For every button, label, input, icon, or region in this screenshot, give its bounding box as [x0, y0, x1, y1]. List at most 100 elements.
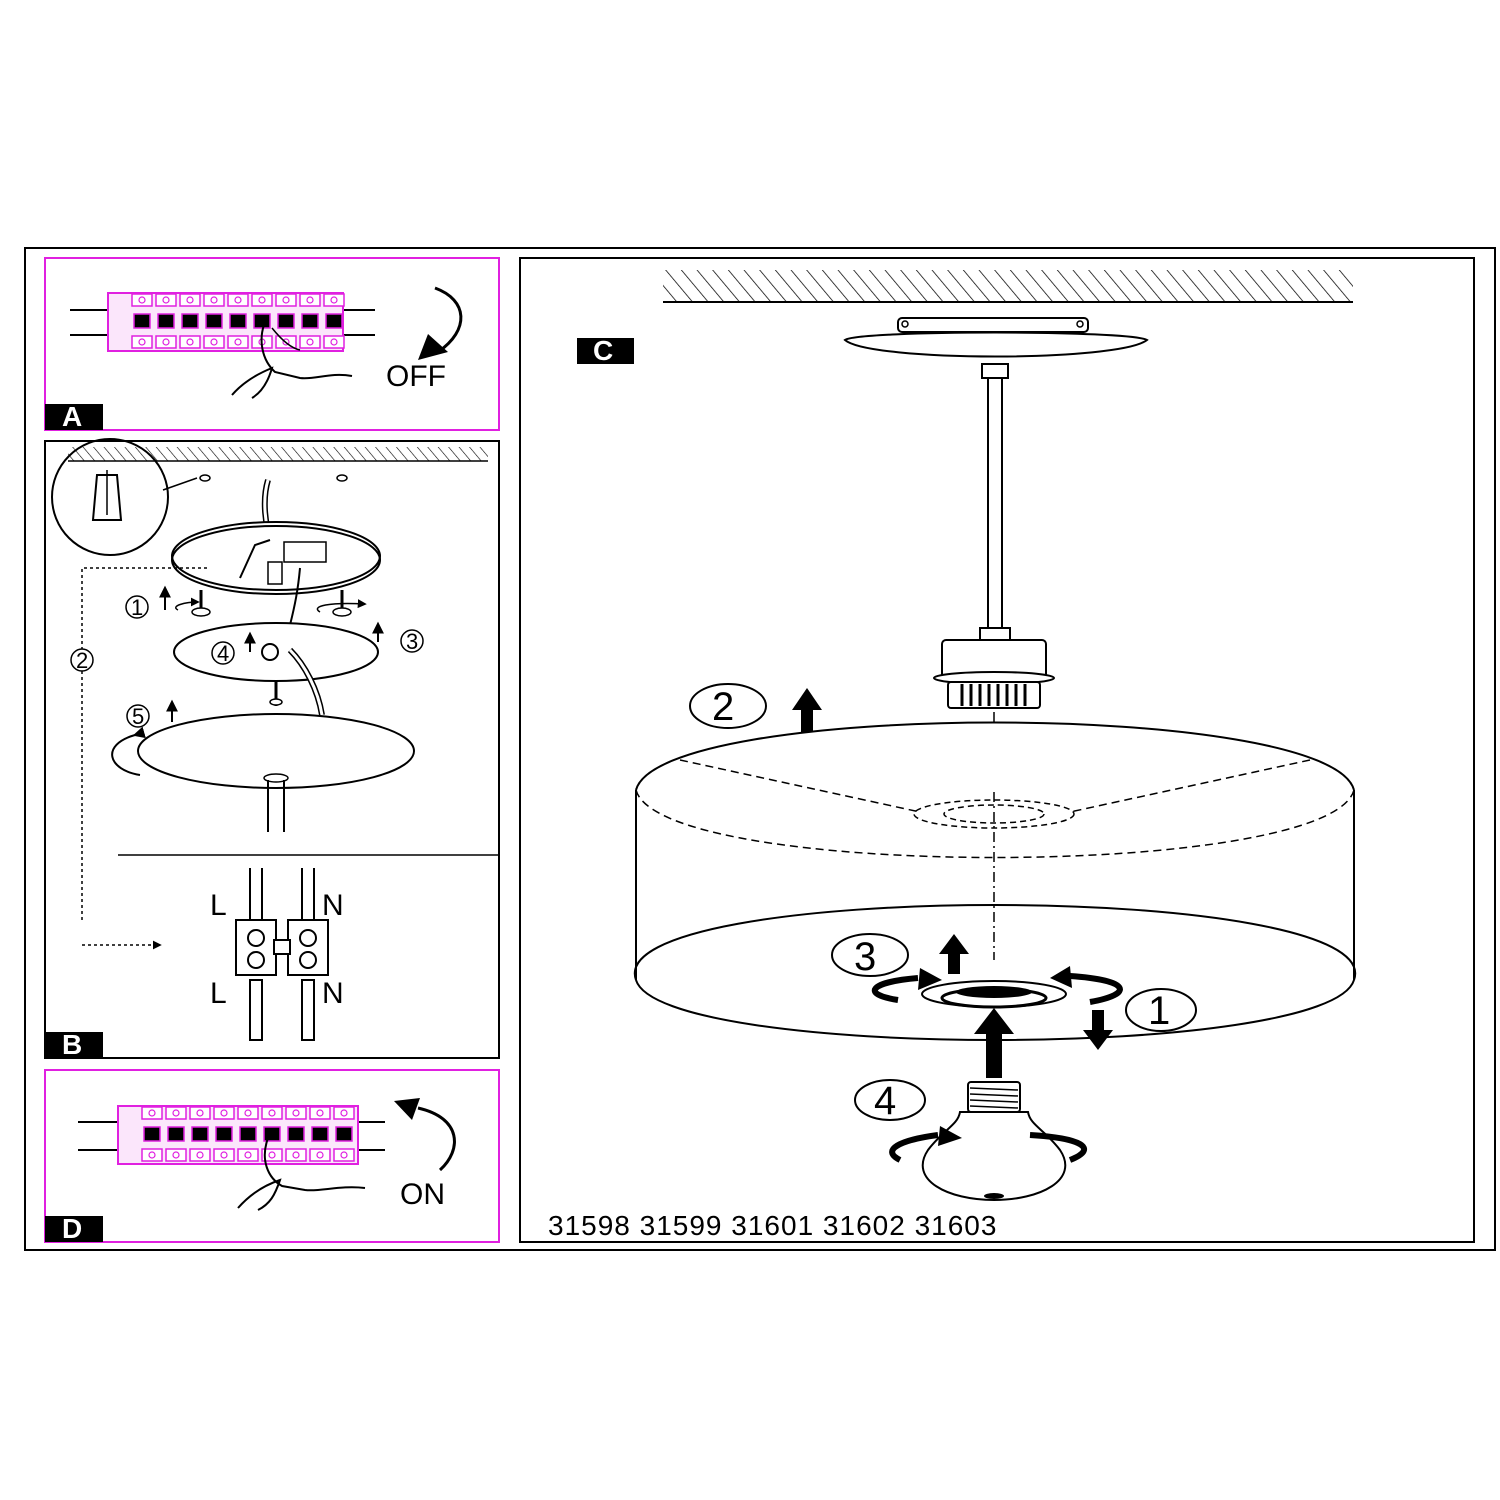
breaker-top — [141, 1106, 163, 1120]
breaker-screw — [220, 1151, 228, 1159]
breaker-top — [165, 1106, 187, 1120]
panel-b-tag-box — [45, 1032, 103, 1058]
panel-d: ON D — [44, 1069, 500, 1244]
breaker-bottom — [299, 335, 321, 349]
panel-c-tag-box — [577, 338, 634, 364]
breaker-screw — [316, 1151, 324, 1159]
breaker-bottom — [261, 1148, 283, 1162]
breaker-screw — [210, 296, 218, 304]
breaker-screw — [330, 338, 338, 346]
panel-c: C 2 — [519, 257, 1475, 1243]
step-5-label: 5 — [132, 704, 144, 729]
breaker-top — [309, 1106, 331, 1120]
breaker-top — [189, 1106, 211, 1120]
hand-icon — [231, 321, 353, 399]
breaker-switch — [181, 313, 199, 329]
breaker-screw — [186, 338, 194, 346]
breaker-screw — [162, 338, 170, 346]
breaker-bottom — [155, 335, 177, 349]
breaker-screw — [268, 1151, 276, 1159]
breaker-switch — [205, 313, 223, 329]
step-1-label: 1 — [131, 595, 143, 620]
breaker-top — [237, 1106, 259, 1120]
breaker-screw — [258, 296, 266, 304]
breaker-switch — [263, 1126, 281, 1142]
breaker-screw — [172, 1151, 180, 1159]
breaker-bottom — [213, 1148, 235, 1162]
breaker-bottom — [165, 1148, 187, 1162]
breaker-screw — [306, 338, 314, 346]
light-bulb-icon — [889, 1081, 1087, 1202]
breaker-screw — [282, 296, 290, 304]
breaker-box-icon — [78, 1105, 385, 1165]
breaker-top — [213, 1106, 235, 1120]
breaker-screw — [196, 1151, 204, 1159]
breaker-top — [323, 293, 345, 307]
breaker-switch — [167, 1126, 185, 1142]
terminal-label-l-bottom: L — [210, 977, 227, 1010]
panel-a: OFF A — [44, 257, 500, 432]
mounting-plate-icon — [173, 622, 379, 682]
breaker-bottom — [285, 1148, 307, 1162]
shade-ring-icon — [921, 980, 1067, 1009]
breaker-switch — [311, 1126, 329, 1142]
breaker-switch — [253, 313, 271, 329]
arrow-up-icon — [801, 706, 813, 734]
breaker-bottom — [227, 335, 249, 349]
panel-d-tag: D — [62, 1213, 82, 1244]
breaker-switch — [143, 1126, 161, 1142]
breaker-screw — [282, 338, 290, 346]
step-4-label: 4 — [217, 641, 229, 666]
bulb-thread — [969, 1105, 1019, 1109]
breaker-bottom — [323, 335, 345, 349]
breaker-switch — [191, 1126, 209, 1142]
breaker-switch — [335, 1126, 353, 1142]
bulb-thread — [969, 1093, 1019, 1097]
model-numbers: 31598 31599 31601 31602 31603 — [548, 1210, 997, 1241]
rotate-arrow-icon — [417, 1106, 456, 1172]
panel-d-tag-box — [45, 1216, 103, 1242]
breaker-top — [333, 1106, 355, 1120]
panel-a-frame — [44, 257, 500, 431]
screw-icon — [316, 590, 367, 617]
arrow-up-icon — [986, 1030, 1002, 1078]
breaker-screw — [148, 1151, 156, 1159]
panel-a-tag-box — [45, 404, 103, 430]
breaker-switch — [239, 1126, 257, 1142]
breaker-top — [251, 293, 273, 307]
breaker-top — [261, 1106, 283, 1120]
wall-plug-detail — [51, 438, 198, 556]
breaker-switch — [133, 313, 151, 329]
arrow-head-icon — [418, 334, 448, 360]
breaker-box-icon — [70, 292, 375, 352]
bulb-thread — [969, 1087, 1019, 1091]
breaker-switch — [325, 313, 343, 329]
breaker-bottom — [189, 1148, 211, 1162]
terminal-label-n-top: N — [322, 889, 344, 922]
off-label: OFF — [386, 360, 446, 393]
outer-frame — [24, 247, 1496, 1251]
rotate-arrow-icon — [871, 975, 919, 1003]
step-3-label: 3 — [854, 935, 876, 979]
terminal-block-icon — [235, 868, 329, 1041]
step-4-label: 4 — [874, 1079, 896, 1123]
terminal-label-n-bottom: N — [322, 977, 344, 1010]
breaker-screw — [330, 296, 338, 304]
ceiling-plate-icon — [171, 521, 381, 626]
breaker-screw — [340, 1151, 348, 1159]
breaker-top — [155, 293, 177, 307]
panel-b-frame — [44, 440, 500, 1059]
arrow-up-icon — [948, 952, 960, 974]
rotate-arrow-icon — [1069, 973, 1123, 1005]
breaker-screw — [186, 296, 194, 304]
breaker-switch — [157, 313, 175, 329]
breaker-top — [227, 293, 249, 307]
breaker-screw — [292, 1109, 300, 1117]
rotate-arrow-icon — [434, 286, 463, 354]
breaker-screw — [148, 1109, 156, 1117]
ceiling-hatch — [663, 270, 1353, 302]
breaker-screw — [340, 1109, 348, 1117]
breaker-screw — [268, 1109, 276, 1117]
bulb-thread — [969, 1099, 1019, 1103]
panel-b: 1 4 3 5 2 — [44, 438, 500, 1060]
